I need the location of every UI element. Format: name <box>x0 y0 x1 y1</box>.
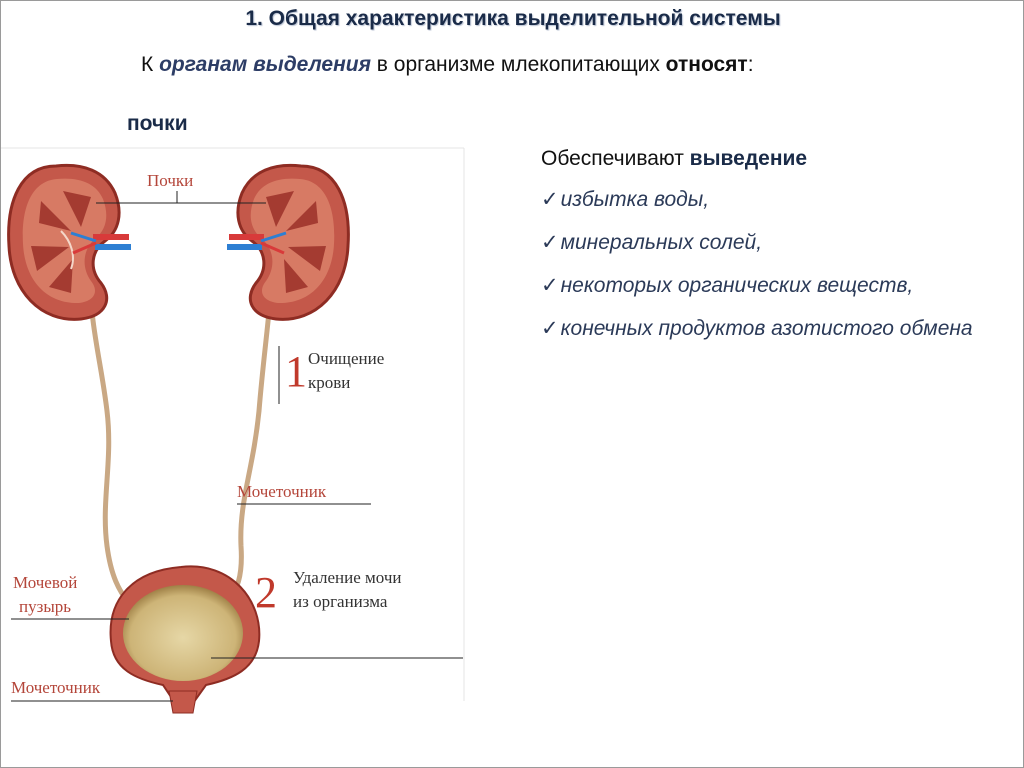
subtitle-highlight: органам выделения <box>159 53 371 76</box>
step1-number: 1 <box>285 347 307 396</box>
bladder <box>109 565 261 714</box>
kidneys-heading: почки <box>127 112 188 135</box>
left-ureter <box>86 268 131 605</box>
subtitle-prefix: К <box>141 53 160 76</box>
function-item: ✓минеральных солей, <box>541 228 991 257</box>
subtitle-middle: в организме млекопитающих <box>370 53 666 76</box>
slide-title: 1. Общая характеристика выделительной си… <box>245 7 781 30</box>
step1-line1: Очищение <box>308 349 384 368</box>
label-urethra: Мочеточник <box>11 678 101 697</box>
step2-line2: из организма <box>293 592 388 611</box>
urinary-system-diagram: Почки 1 Очищение крови Мочеточник Мочево… <box>1 147 465 714</box>
step2-number: 2 <box>255 568 277 617</box>
subtitle-suffix: : <box>747 53 754 76</box>
functions-lead-bold: выведение <box>689 147 808 170</box>
label-bladder-line2: пузырь <box>19 597 71 616</box>
functions-lead-text: Обеспечивают <box>541 147 690 170</box>
check-icon: ✓ <box>541 231 559 254</box>
right-kidney <box>227 163 350 321</box>
function-item-text: минеральных солей, <box>560 231 763 254</box>
step1-line2: крови <box>308 373 350 392</box>
functions-lead: Обеспечивают выведение <box>541 147 991 171</box>
functions-list: Обеспечивают выведение ✓избытка воды, ✓м… <box>541 147 991 357</box>
subtitle-bold: относят <box>665 53 748 76</box>
function-item-text: конечных продуктов азотистого обмена <box>560 317 973 340</box>
right-ureter <box>225 266 276 605</box>
function-item-text: некоторых органических веществ, <box>560 274 914 297</box>
check-icon: ✓ <box>541 188 559 211</box>
function-item: ✓конечных продуктов азотистого обмена <box>541 314 991 343</box>
label-bladder-line1: Мочевой <box>13 573 77 592</box>
function-item: ✓некоторых органических веществ, <box>541 271 991 300</box>
function-item-text: избытка воды, <box>560 188 710 211</box>
check-icon: ✓ <box>541 274 559 297</box>
label-ureter: Мочеточник <box>237 482 327 501</box>
function-item: ✓избытка воды, <box>541 185 991 214</box>
check-icon: ✓ <box>541 317 559 340</box>
subtitle: К органам выделения в организме млекопит… <box>141 53 754 77</box>
step2-line1: Удаление мочи <box>293 568 401 587</box>
left-kidney <box>7 163 131 321</box>
label-kidneys: Почки <box>147 171 193 190</box>
